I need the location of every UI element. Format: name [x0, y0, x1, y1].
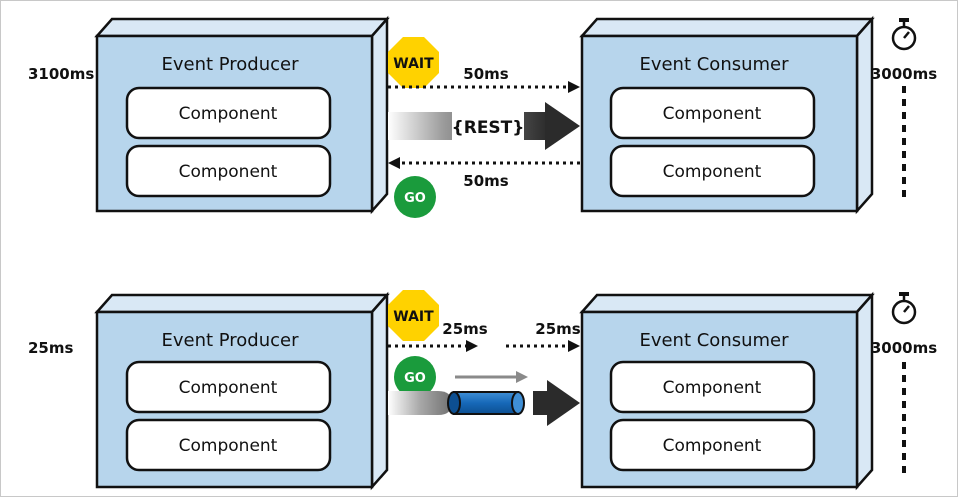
- wait-sign-icon: WAIT: [388, 290, 439, 341]
- send-arrow-2: [506, 340, 580, 352]
- component-label: Component: [179, 104, 278, 124]
- stopwatch-icon: [891, 292, 917, 325]
- flow-direction-arrow: [455, 371, 528, 383]
- message-queue-pipe-icon: [388, 380, 580, 426]
- component-box: [125, 418, 332, 472]
- svg-text:WAIT: WAIT: [393, 56, 434, 72]
- bottom-producer-box: Event Producer Component Component: [94, 291, 390, 491]
- response-arrow: [388, 157, 580, 169]
- consumer-time-label: 3000ms: [871, 339, 937, 357]
- svg-text:GO: GO: [404, 371, 426, 386]
- producer-time-label: 25ms: [28, 339, 74, 357]
- response-latency-label: 50ms: [463, 172, 509, 190]
- rest-arrow-icon: [388, 102, 580, 150]
- component-label: Component: [179, 162, 278, 182]
- protocol-label: {REST}: [452, 118, 525, 138]
- request-latency-label: 50ms: [463, 65, 509, 83]
- component-box: [609, 86, 816, 140]
- consumer-time-label: 3000ms: [871, 65, 937, 83]
- latency-label-2: 25ms: [535, 320, 581, 338]
- component-label: Component: [663, 378, 762, 398]
- stopwatch-icon: [891, 18, 917, 51]
- component-box: [609, 144, 816, 198]
- top-producer-box: Event Producer Component Component: [94, 15, 390, 215]
- component-label: Component: [179, 378, 278, 398]
- component-box: [609, 418, 816, 472]
- component-box: [609, 360, 816, 414]
- producer-title: Event Producer: [161, 54, 299, 75]
- component-label: Component: [663, 162, 762, 182]
- producer-time-label: 3100ms: [28, 65, 94, 83]
- component-box: [125, 360, 332, 414]
- component-box: [125, 144, 332, 198]
- go-sign-icon: GO: [394, 356, 436, 398]
- svg-text:GO: GO: [404, 191, 426, 206]
- consumer-title: Event Consumer: [639, 54, 789, 75]
- send-arrow-1: [388, 340, 478, 352]
- top-consumer-box: Event Consumer Component Component: [579, 15, 875, 215]
- component-box: [125, 86, 332, 140]
- latency-label-1: 25ms: [442, 320, 488, 338]
- request-arrow: [388, 81, 580, 93]
- top-panel: Event Producer Component Component Event…: [28, 15, 937, 218]
- svg-text:WAIT: WAIT: [393, 309, 434, 325]
- bottom-consumer-box: Event Consumer Component Component: [579, 291, 875, 491]
- component-label: Component: [663, 104, 762, 124]
- bottom-panel: Event Producer Component Component Event…: [28, 290, 937, 491]
- component-label: Component: [663, 436, 762, 456]
- consumer-title: Event Consumer: [639, 330, 789, 351]
- producer-title: Event Producer: [161, 330, 299, 351]
- wait-sign-icon: WAIT: [388, 37, 439, 88]
- go-sign-icon: GO: [394, 176, 436, 218]
- component-label: Component: [179, 436, 278, 456]
